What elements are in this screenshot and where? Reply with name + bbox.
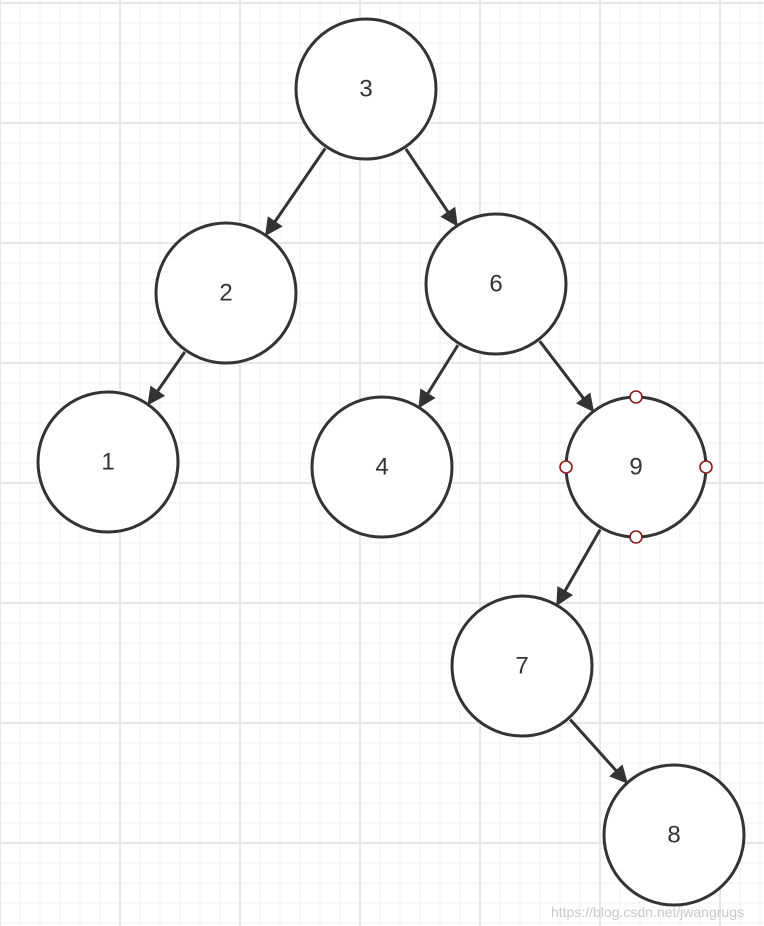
node-label: 9 bbox=[629, 454, 642, 481]
node-circle[interactable] bbox=[154, 221, 298, 365]
tree-node-2[interactable]: 2 bbox=[154, 221, 298, 365]
edge-arrow-n3-n2[interactable] bbox=[265, 147, 327, 237]
node-circle[interactable] bbox=[424, 212, 568, 356]
node-label: 4 bbox=[375, 454, 388, 481]
node-label: 3 bbox=[359, 76, 372, 103]
connection-handle[interactable] bbox=[559, 460, 573, 474]
watermark-text: https://blog.csdn.net/jwangrugs bbox=[550, 904, 744, 920]
nodes-layer: 3 2 6 1 4 9 7 8 bbox=[36, 17, 746, 907]
tree-node-9[interactable]: 9 bbox=[559, 390, 713, 544]
node-circle[interactable] bbox=[602, 763, 746, 907]
connection-handle[interactable] bbox=[629, 530, 643, 544]
node-circle[interactable] bbox=[36, 390, 180, 534]
node-circle[interactable] bbox=[294, 17, 438, 161]
tree-node-8[interactable]: 8 bbox=[602, 763, 746, 907]
node-label: 2 bbox=[219, 280, 232, 307]
edge-arrow-n9-n7[interactable] bbox=[556, 528, 602, 607]
edge-arrow-n3-n6[interactable] bbox=[404, 148, 458, 227]
node-label: 7 bbox=[515, 653, 528, 680]
edges-layer bbox=[147, 147, 628, 784]
edge-arrow-n2-n1[interactable] bbox=[147, 351, 187, 406]
edge-arrow-n6-n4[interactable] bbox=[418, 344, 460, 409]
tree-node-6[interactable]: 6 bbox=[424, 212, 568, 356]
connection-handle[interactable] bbox=[699, 460, 713, 474]
tree-node-3[interactable]: 3 bbox=[294, 17, 438, 161]
tree-node-7[interactable]: 7 bbox=[450, 594, 594, 738]
node-circle[interactable] bbox=[450, 594, 594, 738]
node-circle[interactable] bbox=[310, 395, 454, 539]
edge-arrow-n6-n9[interactable] bbox=[538, 340, 595, 413]
node-label: 1 bbox=[101, 449, 114, 476]
node-label: 8 bbox=[667, 822, 680, 849]
tree-node-1[interactable]: 1 bbox=[36, 390, 180, 534]
node-label: 6 bbox=[489, 271, 502, 298]
tree-node-4[interactable]: 4 bbox=[310, 395, 454, 539]
edge-arrow-n7-n8[interactable] bbox=[569, 718, 628, 784]
connection-handle[interactable] bbox=[629, 390, 643, 404]
